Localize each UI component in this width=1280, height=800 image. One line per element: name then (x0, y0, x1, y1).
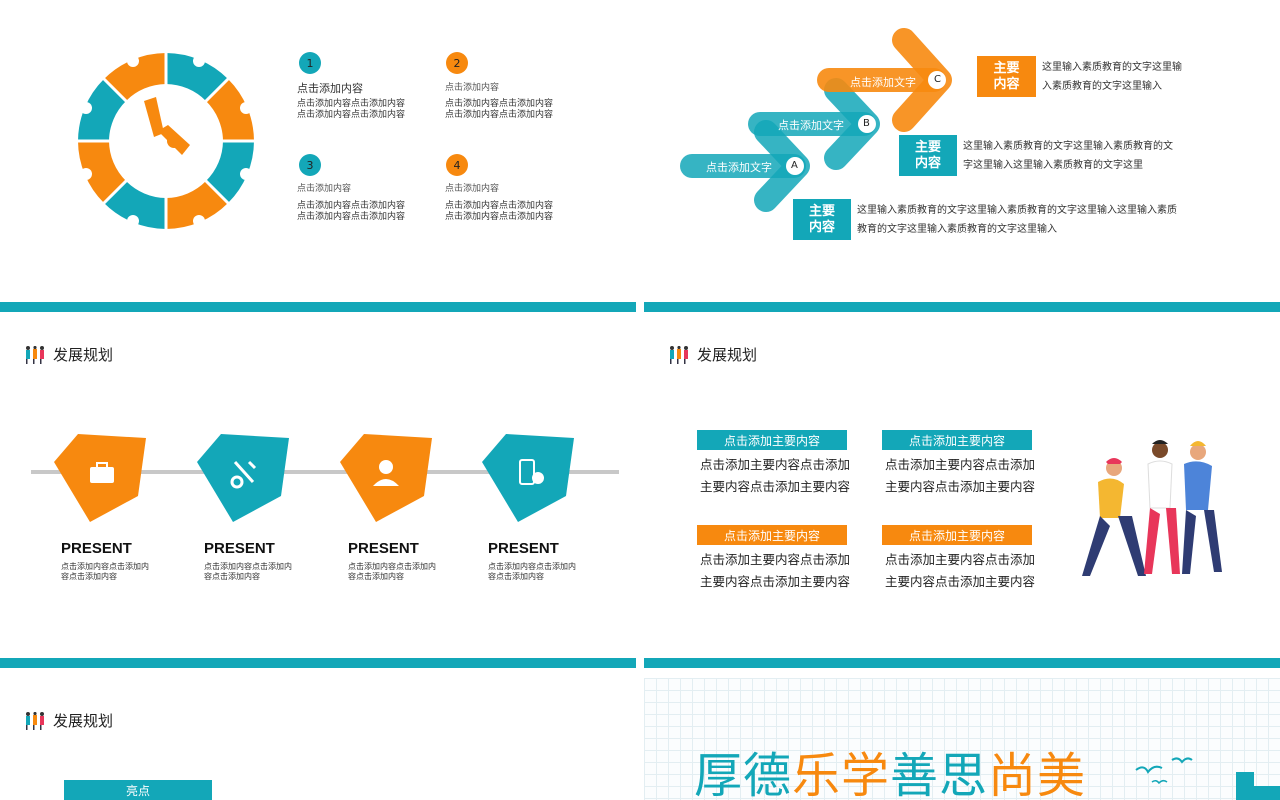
item-1-text-line1: 点击添加内容点击添加内容 (297, 99, 406, 109)
item-3-text-line2: 点击添加内容点击添加内容 (297, 212, 406, 222)
arrow-a-letter: A (791, 160, 798, 171)
pentagon-3 (340, 434, 432, 522)
box-3-desc-line1: 这里输入素质教育的文字这里输入素质教育的文字这里输入这里输入素质 (857, 205, 1177, 216)
item-4-text-line2: 点击添加内容点击添加内容 (445, 212, 554, 222)
box-3-desc-line2: 教育的文字这里输入素质教育的文字这里输入 (857, 224, 1057, 235)
slide-motto: 厚德乐学善思尚美 (644, 678, 1280, 800)
present-text-1b: 容点击添加内容 (61, 572, 117, 581)
present-heading-3: PRESENT (348, 540, 419, 557)
arrow-b-label: 点击添加文字 (778, 119, 844, 132)
slide-bottom-bar (644, 658, 1280, 668)
box-2-desc-line2: 字这里输入这里输入素质教育的文字这里 (963, 160, 1143, 171)
birds-icon (1135, 757, 1193, 785)
item-1-title: 点击添加内容 (297, 82, 363, 95)
item-2-text-line1: 点击添加内容点击添加内容 (445, 99, 554, 109)
slide-highlight: 发展规划 亮点 (0, 678, 636, 800)
slide-present: 发展规划 PRESENT 点击添加内容点击添加内 容点击添加内容 PRESENT… (0, 312, 636, 668)
present-text-2b: 容点击添加内容 (204, 572, 260, 581)
card-4-tag: 点击添加主要内容 (882, 525, 1032, 545)
present-heading-2: PRESENT (204, 540, 275, 557)
box-1-desc-line2: 入素质教育的文字这里输入 (1042, 81, 1162, 92)
user-icon (373, 460, 399, 486)
card-1-tag: 点击添加主要内容 (697, 430, 847, 450)
tools-icon (230, 460, 257, 489)
people-logo-icon (670, 345, 688, 364)
present-text-4b: 容点击添加内容 (488, 572, 544, 581)
card-2-line2: 主要内容点击添加主要内容 (885, 479, 1036, 494)
card-1-line1: 点击添加主要内容点击添加 (700, 457, 851, 472)
arrow-c-letter: C (934, 74, 941, 85)
card-1-line2: 主要内容点击添加主要内容 (700, 479, 851, 494)
box-2-desc-line1: 这里输入素质教育的文字这里输入素质教育的文 (963, 141, 1173, 152)
item-3-title: 点击添加内容 (297, 184, 352, 194)
slide-title: 发展规划 (25, 344, 113, 365)
present-text-3a: 点击添加内容点击添加内 (348, 562, 436, 571)
card-4-line2: 主要内容点击添加主要内容 (885, 574, 1036, 589)
slide-bottom-bar (644, 302, 1280, 312)
box-1-desc-line1: 这里输入素质教育的文字这里输 (1042, 62, 1182, 73)
timeline-line (31, 470, 619, 474)
card-3-line2: 主要内容点击添加主要内容 (700, 574, 851, 589)
item-2-title: 点击添加内容 (445, 83, 500, 93)
slide-title: 发展规划 (25, 710, 113, 731)
main-box-1: 主要 内容 (977, 56, 1036, 97)
card-3-line1: 点击添加主要内容点击添加 (700, 552, 851, 567)
arrow-c-label: 点击添加文字 (850, 76, 916, 89)
item-4-title: 点击添加内容 (445, 184, 500, 194)
item-4-number-badge: 4 (446, 154, 468, 176)
chevron-arrows-graphic (680, 28, 952, 212)
slide-bottom-bar (0, 302, 636, 312)
present-heading-1: PRESENT (61, 540, 132, 557)
item-3-number-badge: 3 (299, 154, 321, 176)
item-3-text-line1: 点击添加内容点击添加内容 (297, 201, 406, 211)
people-logo-icon (26, 345, 44, 364)
puzzle-clock-graphic (76, 51, 256, 231)
present-text-3b: 容点击添加内容 (348, 572, 404, 581)
corner-bar-graphic-2 (1254, 786, 1280, 800)
slide-puzzle-clock: 1 点击添加内容 点击添加内容点击添加内容 点击添加内容点击添加内容 2 点击添… (0, 0, 636, 312)
item-4-text-line1: 点击添加内容点击添加内容 (445, 201, 554, 211)
people-illustration (1082, 440, 1222, 576)
present-text-2a: 点击添加内容点击添加内 (204, 562, 292, 571)
slide-cards: 发展规划 点击添加主要内容 点击添加主要内容点击添加 主要内容点击添加主要内容 … (644, 312, 1280, 668)
main-box-2: 主要 内容 (899, 135, 957, 176)
slide-arrows: 点击添加文字 A 点击添加文字 B 点击添加文字 C 主要 内容 这里输入素质教… (644, 0, 1280, 312)
slide-title: 发展规划 (669, 344, 757, 365)
people-logo-icon (26, 711, 44, 730)
main-box-3: 主要 内容 (793, 199, 851, 240)
motto-text: 厚德乐学善思尚美 (694, 748, 1087, 800)
corner-bar-graphic (1236, 772, 1254, 800)
slide-bottom-bar (0, 658, 636, 668)
money-phone-icon (519, 459, 544, 485)
card-4-line1: 点击添加主要内容点击添加 (885, 552, 1036, 567)
pentagon-1 (54, 434, 146, 522)
present-text-1a: 点击添加内容点击添加内 (61, 562, 149, 571)
item-2-text-line2: 点击添加内容点击添加内容 (445, 110, 554, 120)
briefcase-icon (90, 462, 114, 483)
card-3-tag: 点击添加主要内容 (697, 525, 847, 545)
pentagon-2 (197, 434, 289, 522)
highlight-tag: 亮点 (64, 780, 212, 800)
arrow-b-letter: B (863, 118, 870, 129)
item-1-text-line2: 点击添加内容点击添加内容 (297, 110, 406, 120)
item-1-number-badge: 1 (299, 52, 321, 74)
item-2-number-badge: 2 (446, 52, 468, 74)
card-2-tag: 点击添加主要内容 (882, 430, 1032, 450)
card-2-line1: 点击添加主要内容点击添加 (885, 457, 1036, 472)
present-text-4a: 点击添加内容点击添加内 (488, 562, 576, 571)
present-heading-4: PRESENT (488, 540, 559, 557)
pentagon-4 (482, 434, 574, 522)
arrow-a-label: 点击添加文字 (706, 161, 772, 174)
